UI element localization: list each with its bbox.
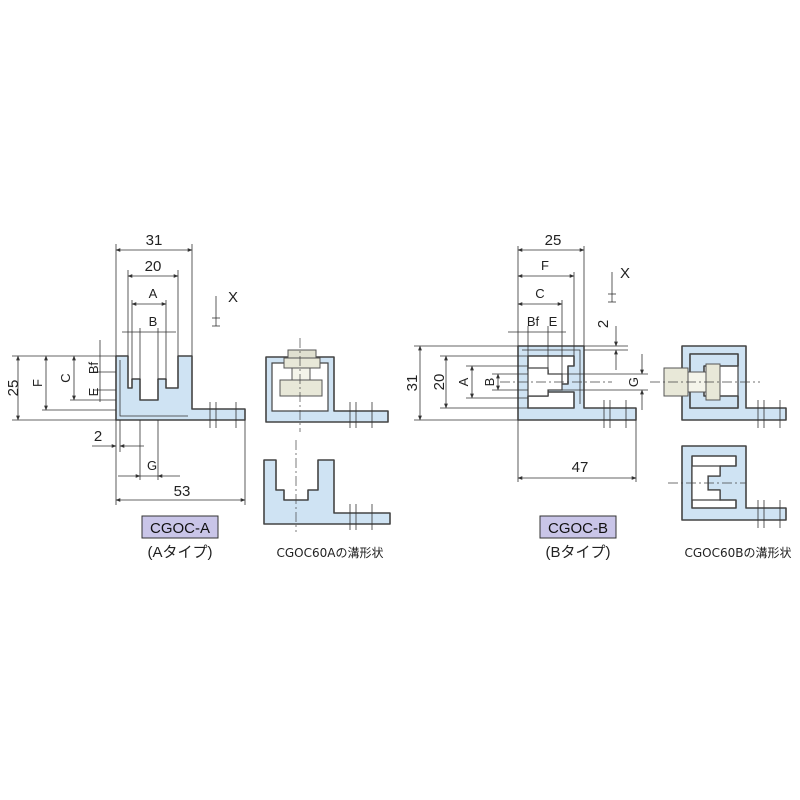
model-badge-b-bg — [539, 515, 617, 539]
groove-caption-b: CGOC60Bの溝形状 — [684, 546, 791, 560]
type-caption-b: (Bタイプ) — [546, 544, 611, 561]
groove-b-assembly — [650, 345, 787, 428]
dim-a-20: 20 — [145, 258, 162, 275]
dim-b-G: G — [626, 377, 641, 387]
dim-a-Bf: Bf — [86, 361, 101, 374]
dim-a-2: 2 — [94, 428, 102, 445]
dim-b-47: 47 — [572, 459, 589, 476]
dim-a-G: G — [147, 458, 157, 473]
dim-a-B: B — [149, 314, 158, 329]
dim-a-31: 31 — [146, 232, 163, 249]
dim-b-20: 20 — [431, 374, 448, 391]
axis-x-label-a: X — [228, 289, 238, 306]
groove-a-shape: CGOC60Aの溝形状 — [263, 440, 391, 560]
groove-caption-a: CGOC60Aの溝形状 — [277, 546, 384, 560]
dim-b-25: 25 — [545, 232, 562, 249]
dim-a-25: 25 — [5, 380, 22, 397]
type-caption-a: (Aタイプ) — [148, 544, 213, 561]
dim-b-E: E — [549, 314, 558, 329]
dim-b-A: A — [456, 377, 471, 386]
axis-x-label-b: X — [620, 265, 630, 282]
dim-b-C: C — [535, 286, 544, 301]
dim-b-2: 2 — [595, 320, 612, 328]
groove-a-assembly — [265, 338, 389, 432]
dim-a-E: E — [86, 387, 101, 396]
dim-b-31: 31 — [404, 375, 421, 392]
dim-a-F: F — [30, 379, 45, 387]
drawing-a: 31 20 A B 25 F C E Bf 2 G 53 — [5, 232, 246, 561]
drawing-b: 25 F C Bf E 2 31 20 A B — [404, 232, 648, 561]
dim-b-F: F — [541, 258, 549, 273]
dim-a-53: 53 — [174, 483, 191, 500]
dim-a-C: C — [58, 373, 73, 382]
dim-b-Bf: Bf — [527, 314, 540, 329]
groove-b-shape: CGOC60Bの溝形状 — [668, 445, 792, 560]
model-badge-b: CGOC-B — [548, 520, 608, 537]
profile-a — [115, 355, 246, 421]
dim-b-B: B — [482, 378, 497, 387]
model-badge-a: CGOC-A — [150, 520, 210, 537]
model-badge-a-bg — [141, 515, 219, 539]
dim-a-A: A — [149, 286, 158, 301]
